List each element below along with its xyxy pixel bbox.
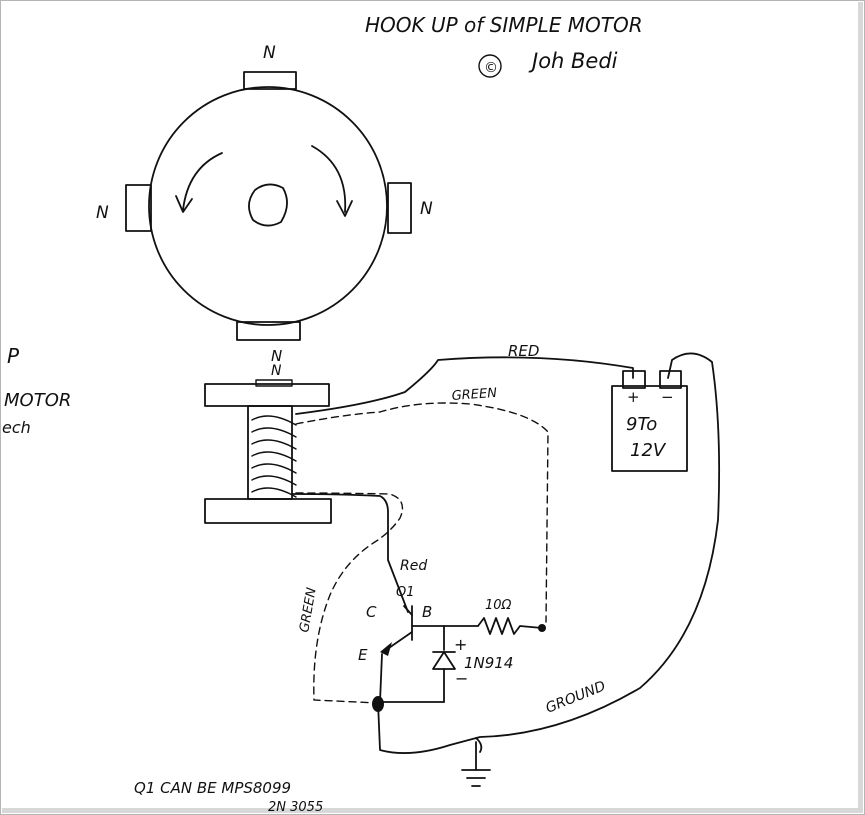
wire-green-top (295, 402, 549, 623)
rotor-axle (248, 183, 288, 227)
copyright-circle (478, 54, 502, 78)
wire-emitter (379, 653, 383, 703)
diode-plus: + (454, 635, 467, 654)
diode-minus: − (455, 669, 468, 688)
cutoff-text-1: P (7, 344, 20, 368)
cutoff-text-3: ech (2, 418, 31, 437)
copyright-symbol: © (484, 60, 498, 76)
wire-red-collector-label: Red (400, 558, 427, 574)
resistor-label: 10Ω (485, 598, 512, 613)
wire-green-left-label: GREEN (297, 586, 320, 633)
transistor-name: Q1 (396, 585, 415, 600)
transistor-collector-lead (403, 605, 413, 616)
transistor-base-label: B (422, 603, 432, 621)
wire-red-collector (291, 493, 409, 613)
battery-plus-sign: + (627, 388, 640, 406)
coil-bottom-plate (204, 498, 332, 524)
battery-voltage-2: 12V (630, 440, 667, 461)
wire-red-label: RED (508, 342, 539, 360)
battery: + − 9To 12V (611, 370, 688, 472)
battery-voltage-1: 9To (626, 414, 657, 435)
wire-ground-label: GROUND (544, 678, 609, 717)
resistor (477, 617, 543, 635)
electromagnet: N (204, 363, 332, 524)
diode-1n914: + − 1N914 (432, 625, 513, 703)
magnet-right (387, 182, 412, 234)
magnet-top (243, 71, 297, 90)
resistor-node (538, 624, 546, 632)
wire-green-left (295, 492, 404, 704)
magnet-top-label: N (263, 43, 276, 63)
coil-top-plate (204, 383, 330, 407)
magnet-left-label: N (96, 203, 109, 223)
emitter-junction (372, 696, 384, 712)
battery-body (611, 385, 688, 472)
ground-tap (475, 737, 483, 753)
magnet-bottom (236, 321, 301, 341)
diode-name: 1N914 (464, 654, 513, 672)
note-line-2: 2N 3055 (268, 800, 323, 815)
rotor: N N N N (96, 43, 433, 365)
wire-red-supply (295, 356, 634, 415)
ground-symbol (461, 737, 491, 787)
coil-winding (251, 415, 297, 498)
note-line-1: Q1 CAN BE MPS8099 (134, 779, 291, 797)
coil-magnet-label: N (271, 363, 282, 379)
author-signature: Joh Bedi (528, 49, 618, 73)
wire-ground (377, 352, 721, 754)
wire-green-top-label: GREEN (451, 386, 497, 404)
coil-top-magnet (255, 379, 293, 387)
battery-terminal-minus (659, 370, 682, 389)
rotation-arrowhead-left (175, 195, 193, 213)
transistor-collector-label: C (366, 603, 377, 621)
magnet-bottom-label: N (271, 347, 282, 365)
rotation-arrow-left (182, 152, 223, 211)
rotation-arrowhead-right (336, 200, 353, 217)
cutoff-text-2: MOTOR (4, 390, 71, 411)
battery-terminal-plus (622, 370, 646, 389)
battery-minus-sign: − (661, 388, 674, 406)
magnet-right-label: N (420, 199, 433, 219)
magnet-left (125, 184, 152, 232)
diagram-title: HOOK UP of SIMPLE MOTOR (365, 13, 643, 37)
transistor-emitter-arrow (380, 642, 392, 656)
rotor-disk (148, 86, 388, 326)
rotation-arrow-right (311, 145, 347, 213)
diode-triangle (432, 651, 456, 670)
transistor-emitter-label: E (358, 646, 368, 664)
transistor-q1: Q1 C B E (358, 585, 479, 664)
